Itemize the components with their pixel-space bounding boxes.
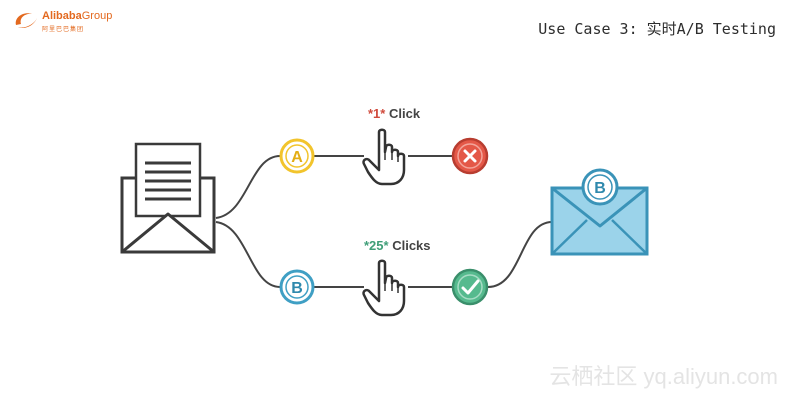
- connector-lines: [215, 155, 553, 288]
- top-click-number: *1*: [368, 106, 386, 121]
- hand-pointer-icon: [362, 259, 406, 317]
- line-check-to-winner: [487, 221, 553, 288]
- bottom-click-number: *25*: [364, 238, 389, 253]
- bottom-click-text: Clicks: [392, 238, 431, 253]
- check-icon: [451, 268, 489, 306]
- line-envelope-to-a: [215, 155, 281, 219]
- winner-badge-label: B: [594, 180, 606, 197]
- variant-a-node: A: [279, 138, 315, 174]
- variant-b-node: B: [279, 269, 315, 305]
- source-envelope-icon: [120, 142, 216, 254]
- page-title: Use Case 3: 实时A/B Testing: [538, 20, 776, 38]
- logo-subtitle: 阿里巴巴集团: [42, 27, 85, 33]
- variant-b-label: B: [291, 280, 303, 297]
- x-icon: [451, 137, 489, 175]
- line-envelope-to-b: [215, 221, 281, 288]
- alibaba-logo-icon: [15, 13, 37, 28]
- logo-brand: Alibaba: [42, 10, 82, 22]
- top-click-text: Click: [388, 106, 421, 121]
- logo-wordmark: AlibabaGroup: [42, 10, 112, 22]
- top-click-count: *1* Click: [368, 106, 420, 121]
- logo-group: Group: [81, 10, 113, 22]
- watermark: 云栖社区 yq.aliyun.com: [549, 364, 778, 389]
- hand-pointer-icon: [362, 128, 406, 186]
- bottom-click-count: *25* Clicks: [364, 238, 431, 253]
- alibaba-logo: AlibabaGroup 阿里巴巴集团: [12, 9, 122, 35]
- winner-envelope-icon: B: [550, 168, 649, 256]
- variant-a-label: A: [291, 149, 303, 166]
